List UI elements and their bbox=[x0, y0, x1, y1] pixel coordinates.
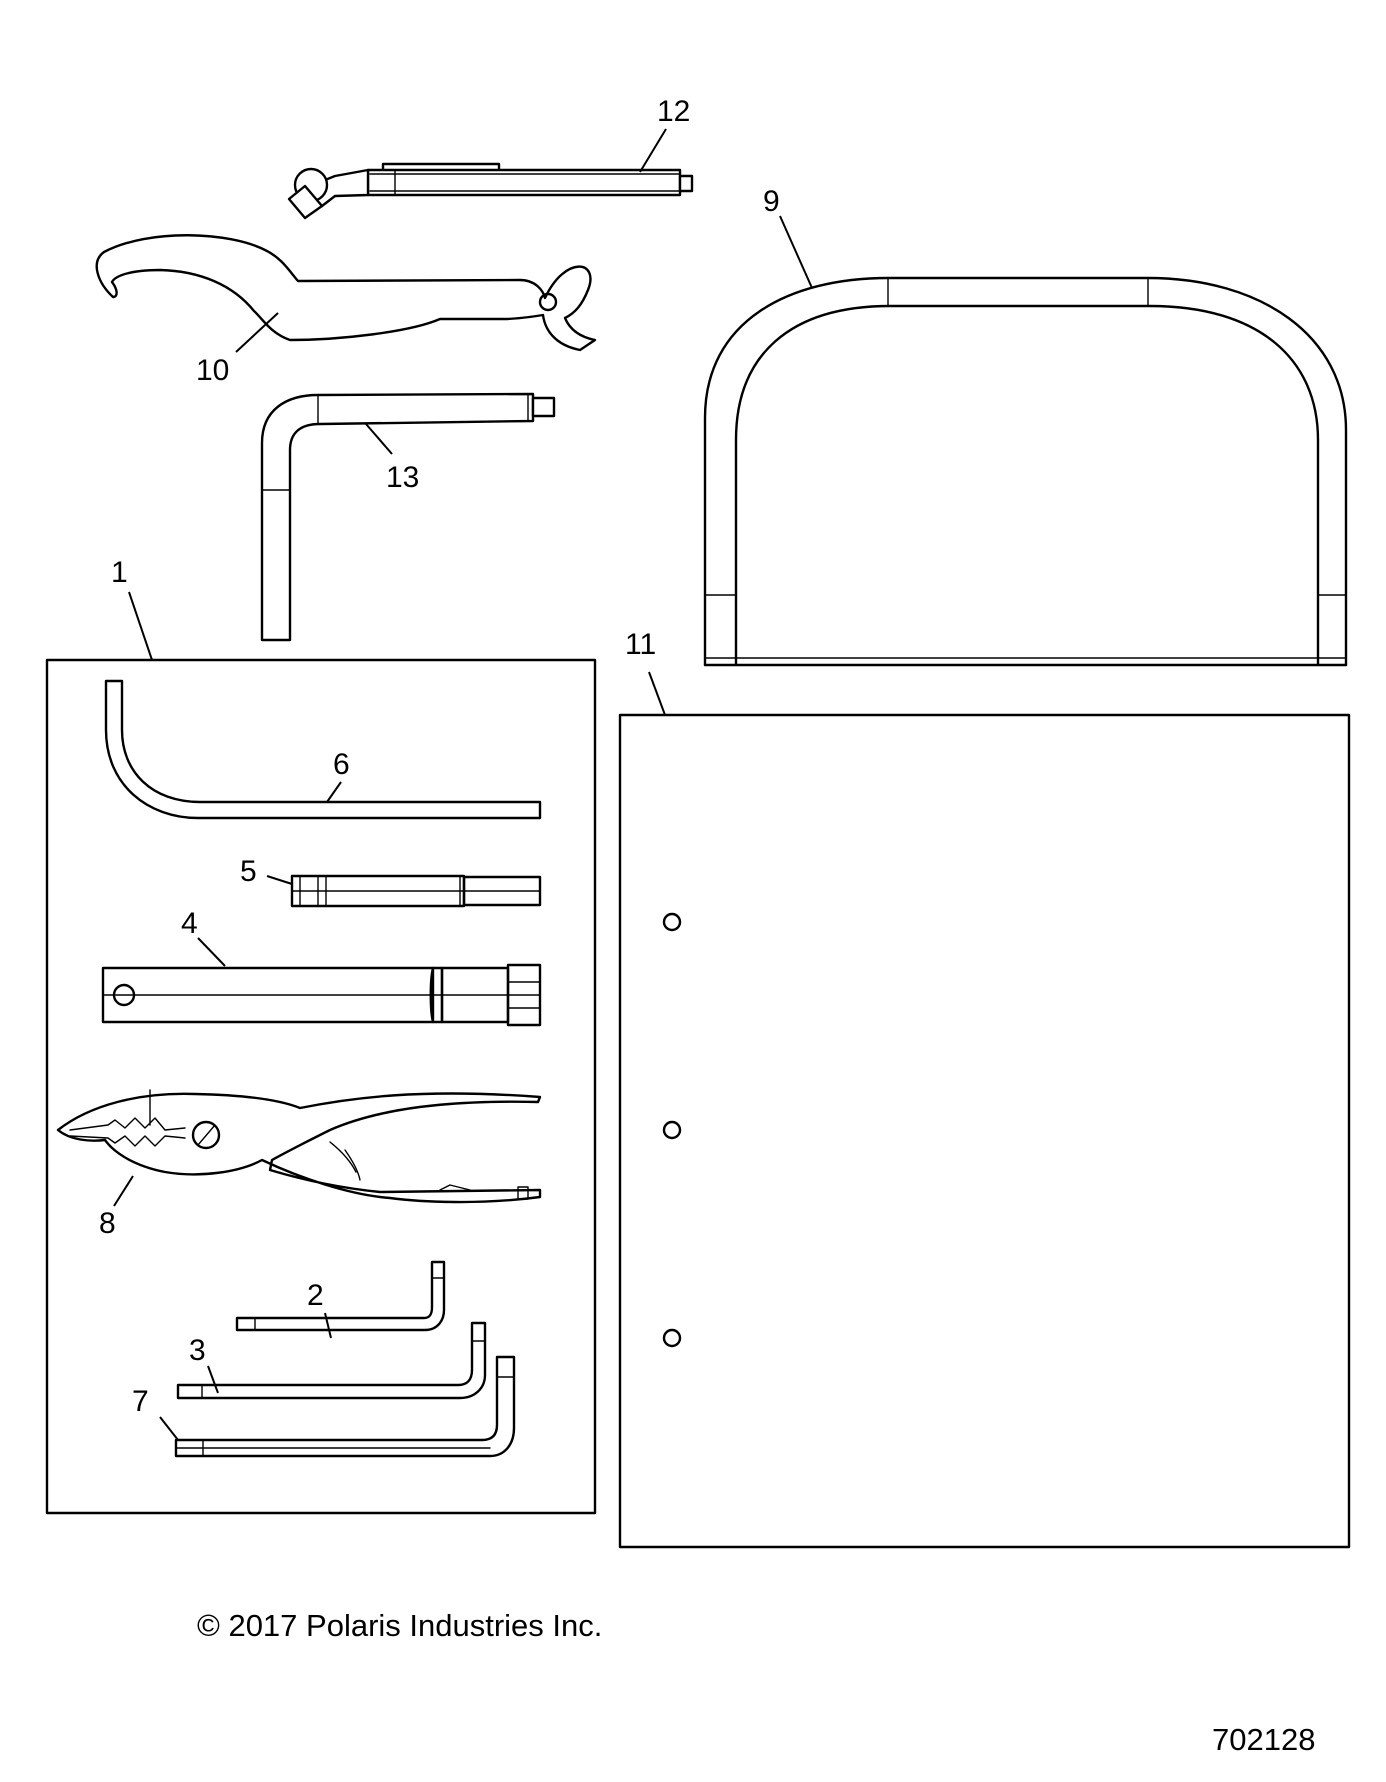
part-9-tool-pouch bbox=[703, 276, 1348, 667]
part-1-tool-kit-box bbox=[45, 658, 597, 1515]
part-13-l-handle-socket bbox=[260, 392, 556, 642]
part-7-torx-key bbox=[174, 1355, 516, 1458]
callout-6: 6 bbox=[333, 748, 350, 781]
document-number: 702128 bbox=[1212, 1722, 1316, 1757]
callout-12: 12 bbox=[657, 95, 690, 128]
part-12-adjuster-tool bbox=[287, 162, 694, 220]
part-2-torx-key bbox=[235, 1260, 446, 1332]
callout-9: 9 bbox=[763, 185, 780, 218]
part-3-torx-key bbox=[176, 1321, 487, 1400]
callout-10: 10 bbox=[196, 354, 229, 387]
part-5-socket-bit bbox=[290, 874, 542, 908]
part-8-pliers bbox=[56, 1089, 542, 1204]
part-10-spanner-wrench bbox=[95, 234, 597, 352]
part-11-owner-manual bbox=[618, 713, 1351, 1549]
callout-8: 8 bbox=[99, 1207, 116, 1240]
callout-3: 3 bbox=[189, 1334, 206, 1367]
callout-5: 5 bbox=[240, 855, 257, 888]
callout-2: 2 bbox=[307, 1279, 324, 1312]
part-4-spark-plug-wrench bbox=[101, 963, 542, 1027]
callout-1: 1 bbox=[111, 556, 128, 589]
leader-lines bbox=[113, 128, 813, 1441]
callout-labels: 12 9 10 13 1 11 6 5 4 8 2 3 7 bbox=[99, 95, 780, 1418]
part-6-hex-key bbox=[104, 679, 542, 820]
callout-11: 11 bbox=[625, 628, 656, 661]
copyright-notice: © 2017 Polaris Industries Inc. bbox=[197, 1608, 603, 1643]
callout-13: 13 bbox=[386, 461, 419, 494]
callout-4: 4 bbox=[181, 907, 198, 940]
callout-7: 7 bbox=[132, 1385, 149, 1418]
